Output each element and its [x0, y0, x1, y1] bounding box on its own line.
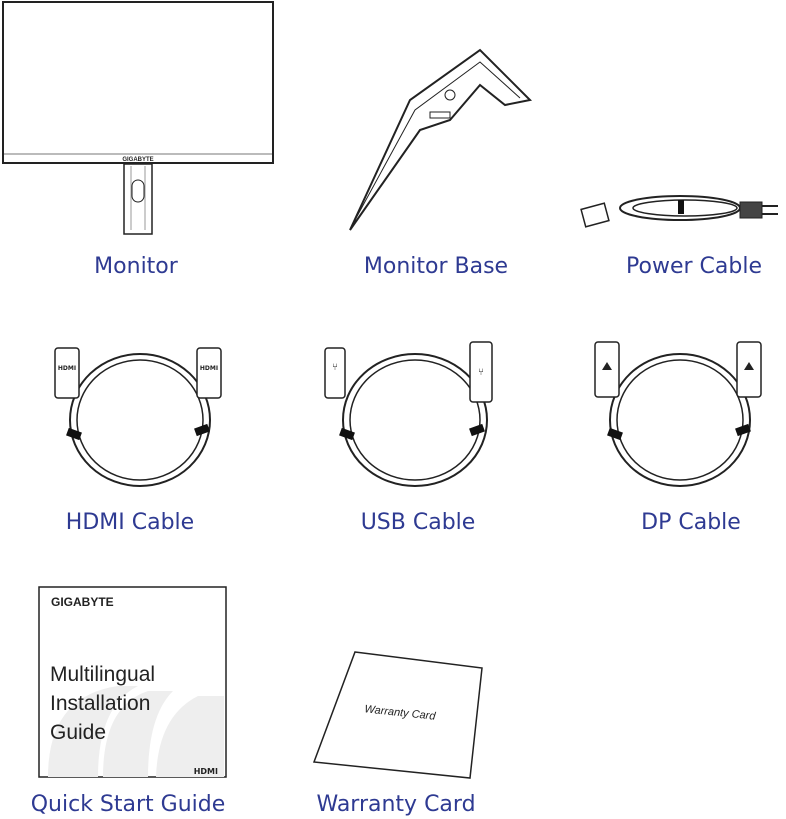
quick-start-guide-illustration: GIGABYTE Multilingual Installation Guide… [38, 586, 228, 780]
monitor-base-label: Monitor Base [363, 254, 509, 279]
dp-cable-illustration [590, 330, 780, 490]
power-cable-label: Power Cable [626, 254, 762, 279]
usb-cable-illustration: ⑂ ⑂ [320, 330, 510, 490]
guide-title-line-1: Multilingual [50, 663, 155, 686]
guide-hdmi-logo: HDMI [194, 767, 218, 776]
hdmi-connector-text: HDMI [58, 365, 76, 372]
monitor-brand: GIGABYTE [122, 157, 153, 163]
hdmi-cable-label: HDMI Cable [65, 510, 195, 535]
svg-text:⑂: ⑂ [332, 362, 338, 373]
quick-start-guide-label: Quick Start Guide [30, 792, 226, 817]
dp-cable-label: DP Cable [641, 510, 741, 535]
hdmi-cable-illustration: HDMI HDMI [45, 330, 235, 490]
monitor-illustration: GIGABYTE [0, 0, 280, 240]
guide-brand: GIGABYTE [51, 595, 114, 609]
power-cable-illustration [575, 180, 785, 235]
usb-cable-label: USB Cable [360, 510, 476, 535]
monitor-label: Monitor [94, 254, 178, 279]
warranty-card-illustration: Warranty Card [310, 650, 490, 780]
guide-title-line-2: Installation [50, 692, 150, 715]
svg-text:HDMI: HDMI [200, 365, 218, 372]
svg-text:⑂: ⑂ [478, 367, 484, 378]
guide-title-line-3: Guide [50, 721, 106, 744]
warranty-card-label: Warranty Card [316, 792, 476, 817]
monitor-base-illustration [330, 40, 540, 240]
